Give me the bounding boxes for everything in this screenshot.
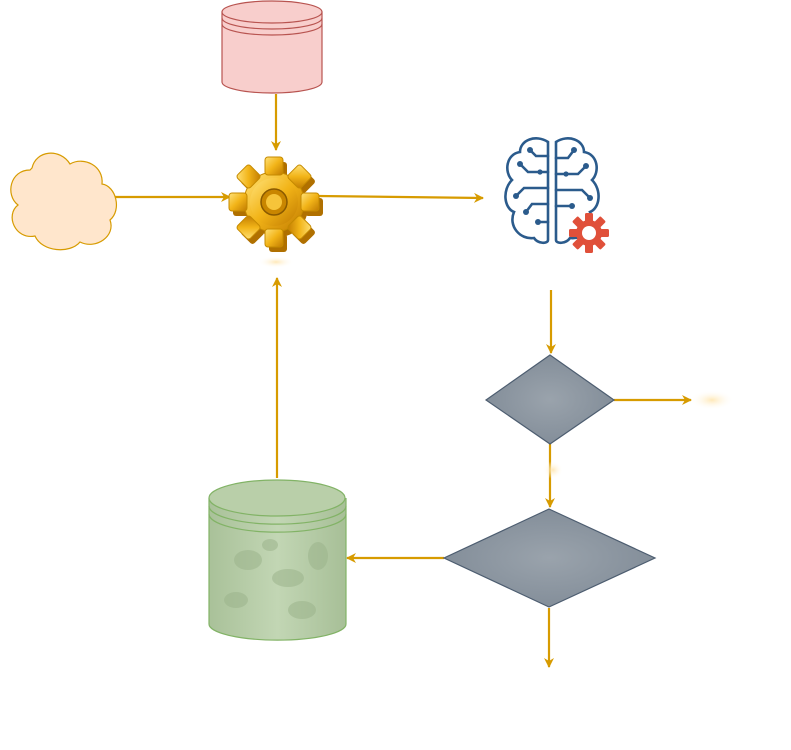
small-gear-icon xyxy=(569,213,609,253)
glow-right-output xyxy=(690,390,734,410)
edge-gear-to-brain xyxy=(317,192,484,203)
cloud[interactable] xyxy=(10,152,118,251)
green-database[interactable] xyxy=(208,479,347,641)
ai-brain[interactable] xyxy=(504,137,609,253)
database-icon xyxy=(221,12,323,94)
processing-gear[interactable] xyxy=(228,156,323,252)
lower-decision[interactable] xyxy=(442,508,657,608)
red-database[interactable] xyxy=(221,0,323,94)
cloud-icon xyxy=(10,152,118,251)
glow-mid xyxy=(543,461,563,479)
gear-icon xyxy=(228,156,323,252)
decision-icon xyxy=(484,354,616,445)
decision-icon xyxy=(442,508,657,608)
upper-decision[interactable] xyxy=(484,354,616,445)
glow-gear xyxy=(258,256,294,268)
